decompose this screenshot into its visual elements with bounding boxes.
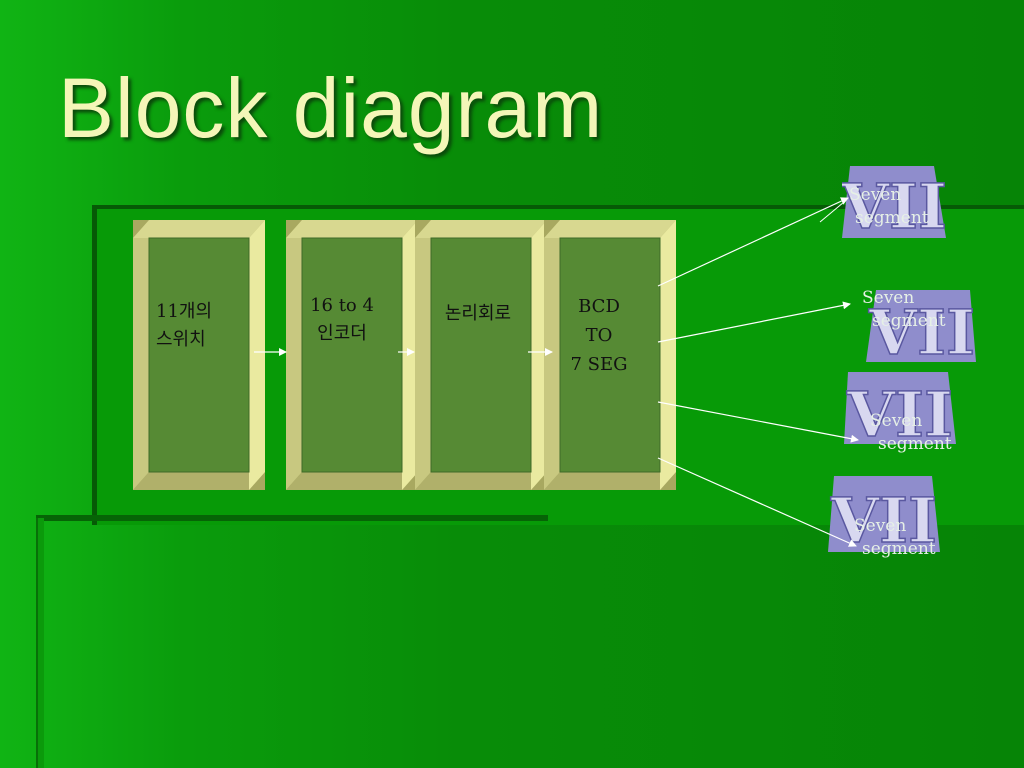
background-bar — [36, 515, 548, 521]
slide-title: Block diagram — [58, 61, 604, 155]
arrow-bcd-to-display-3 — [657, 401, 859, 443]
output-display-2-label: Seven segment — [862, 287, 946, 333]
block-encoder-line1: 16 to 4 — [310, 295, 374, 316]
output-display-2-line1: Seven — [862, 288, 915, 308]
output-display-3-label: Seven segment — [870, 410, 952, 456]
block-encoder-line2: 인코더 — [317, 323, 367, 344]
output-display-4-label: Seven segment — [854, 515, 936, 561]
block-logic — [415, 220, 547, 490]
block-switches-line1: 11개의 — [156, 301, 213, 322]
output-display-4-line1: Seven — [854, 516, 907, 536]
output-display-1-line2: segment — [855, 208, 929, 228]
block-bcd-label: BCD TO 7 SEG — [560, 292, 638, 379]
arrow-bcd-to-display-2 — [657, 301, 851, 343]
output-display-2: VII — [866, 290, 976, 362]
block-encoder-label: 16 to 4 인코더 — [302, 292, 382, 348]
output-display-3-line1: Seven — [870, 411, 923, 431]
block-logic-label: 논리회로 — [432, 300, 524, 328]
output-display-3-symbol: VII — [846, 378, 953, 444]
block-switches — [133, 220, 265, 490]
block-bcd-line3: 7 SEG — [570, 354, 628, 375]
block-encoder — [286, 220, 418, 490]
output-display-1-symbol: VII — [842, 170, 946, 238]
background-side-bar — [36, 518, 44, 768]
arrow-bcd-to-display-4 — [657, 457, 857, 547]
output-display-1: VII — [842, 166, 946, 238]
arrow-bcd-to-display-1 — [657, 197, 849, 287]
arrow-display-1-tick — [819, 201, 845, 223]
output-display-4-line2: segment — [862, 539, 936, 559]
block-switches-line2: 스위치 — [156, 329, 206, 350]
output-display-3-line2: segment — [878, 434, 952, 454]
output-display-2-symbol: VII — [868, 296, 975, 362]
output-display-2-line2: segment — [872, 311, 946, 331]
block-switches-label: 11개의 스위치 — [156, 298, 212, 354]
output-display-3: VII — [844, 372, 956, 444]
output-display-4: VII — [828, 476, 940, 552]
output-display-1-line1: Seven — [849, 185, 902, 205]
block-logic-line1: 논리회로 — [444, 303, 512, 324]
block-bcd-line2: TO — [585, 325, 613, 346]
block-bcd — [544, 220, 676, 490]
output-display-4-symbol: VII — [830, 484, 937, 552]
block-bcd-line1: BCD — [578, 296, 620, 317]
output-display-1-label: Seven segment — [849, 184, 929, 230]
